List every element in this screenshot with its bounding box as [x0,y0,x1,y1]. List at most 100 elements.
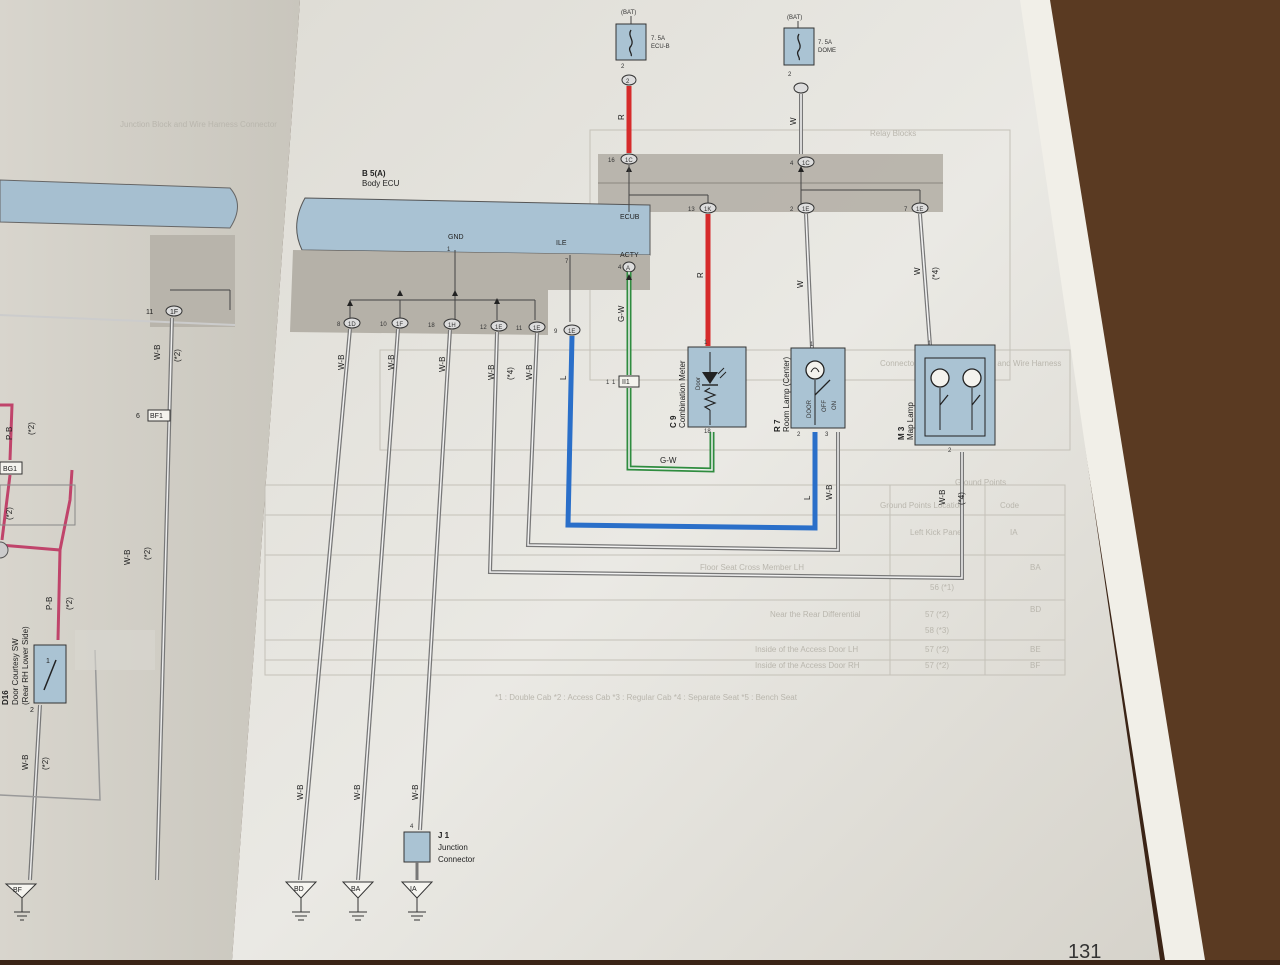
resistor-icon [703,387,717,411]
wire-label-pb: P-B [5,427,14,440]
wire-label-l: L [803,495,812,500]
ii1-label: II1 [622,379,630,386]
ground-ia: IA [400,881,434,921]
jb-conn-label: 1C [802,161,810,167]
wire-pb [0,474,12,541]
jb-pin-num: 12 [480,325,487,331]
d16-pin1: 1 [46,658,50,665]
fuse-ecub-name: ECU-B [651,44,670,50]
lamp-icon [962,368,982,388]
r7-door: DOOR [807,399,813,418]
ii1-pin-b: 1 [612,380,616,386]
j1-junction-connector [403,831,431,863]
ecu-pin-ecub: ECUB [620,214,640,221]
jb-pin-num: 8 [337,322,341,328]
d16-pin2: 2 [30,707,34,714]
wire-label-gw: G-W [660,456,677,465]
bf1-splice [147,409,171,422]
left-divider [0,314,236,326]
jb-top-connector: 1E 7 [904,202,929,214]
bg-section-title: Junction Block and Wire Harness Connecto… [120,120,277,129]
ecu-num-ile: 7 [565,259,569,265]
wire-label-r: R [696,272,705,278]
jb-conn-label: 1H [448,323,456,329]
fuse-dome-name: DOME [818,48,836,54]
jb-pin-num: 13 [688,207,695,213]
jb-pin-num: 10 [380,322,387,328]
r7-pin3: 3 [825,432,829,438]
fuse-icon [796,33,801,61]
fuse-dome-pin: 2 [788,72,792,78]
ecu-pin-ile: ILE [556,240,567,247]
j1-pin: 4 [410,824,414,830]
bg-footnote: *1 : Double Cab *2 : Access Cab *3 : Reg… [495,693,798,702]
jb-conn-label: 1E [916,207,923,213]
ground-bd-label: BD [294,886,304,893]
ecu-pin-gnd: GND [448,234,464,241]
wire-label-star2: (*2) [41,757,50,770]
bg-section-title: Relay Blocks [870,129,916,138]
jb-conn-label: 1E [568,329,575,335]
lamp-icon [805,360,825,380]
wire-label-w: W [913,267,922,275]
ecu-num-acty: 4 [618,265,622,271]
fuse-dome-bat: (BAT) [787,15,802,21]
lamp-icon [930,368,950,388]
right-page [232,0,1160,960]
ii1-splice [618,375,640,388]
bg-table-header: Ground Points Location [880,501,964,510]
fuse-ecub-rating: 7. 5A [651,36,665,42]
body-ecu-lower [290,250,650,335]
wire-pb [0,403,14,461]
wire-label-pb: P-B [45,597,54,610]
left-ecu-block [0,179,238,229]
r7-pin1: 1 [810,342,814,348]
r7-off: OFF [822,400,828,412]
jb-bottom-connector: 1F 10 [380,317,409,329]
m3-pin1: 1 [928,341,932,347]
fuse-ecub: (BAT) 7. 5A ECU-B 2 2 [615,10,670,86]
wire-label-w: W [789,117,798,125]
fuse-dome-rating: 7. 5A [818,40,832,46]
jb-top-connector: 1K 13 [688,202,717,214]
bg-table-header: Code [1000,501,1020,510]
wire-label-star2: (*2) [5,507,14,520]
m3-map-lamp [914,344,996,446]
jb-conn-label: 1C [625,158,633,164]
fuse-ecub-pin: 2 [621,64,625,70]
wire-label-l: L [559,375,568,380]
fuse-ecub-bat: (BAT) [621,10,636,16]
c9-name: Combination Meter [678,360,687,428]
bg-table-cell: Inside of the Access Door RH [755,661,860,670]
bg-table-cell: BF [1030,661,1040,670]
jb-bottom-connector: 1D 8 [337,317,361,329]
wire-label-wb: W-B [337,355,346,370]
jb-bottom-connector: 1E 12 [480,320,508,332]
r7-room-lamp [790,347,846,429]
bg-table-cell: IA [1010,528,1018,537]
wire-label-wb: W-B [938,490,947,505]
wire-label-gw: G-W [617,305,626,322]
body-ecu-block [296,197,651,256]
bg-table-cell: 57 (*2) [925,645,949,654]
bg1-label: BG1 [3,466,17,473]
c9-combination-meter [687,346,747,428]
wire-label-wb: W-B [296,785,305,800]
bg1-splice [0,461,23,475]
wire-label-star2: (*2) [143,547,152,560]
j1-name2: Connector [438,855,475,864]
jb-pin-num: 11 [516,326,523,332]
wire-label-star2: (*2) [27,422,36,435]
wire-label-wb: W-B [438,357,447,372]
jb-top-connector: 1C 4 [790,156,815,168]
wire-label-star4: (*4) [957,492,966,505]
bg-table-cell: 57 (*2) [925,610,949,619]
wire-label-wb: W-B [353,785,362,800]
wire-label-wb: W-B [387,355,396,370]
wire-label-wb: W-B [411,785,420,800]
wire-label-wb: W-B [525,365,534,380]
jb-conn-label: 1E [533,326,540,332]
left-jb-connector [165,305,183,317]
